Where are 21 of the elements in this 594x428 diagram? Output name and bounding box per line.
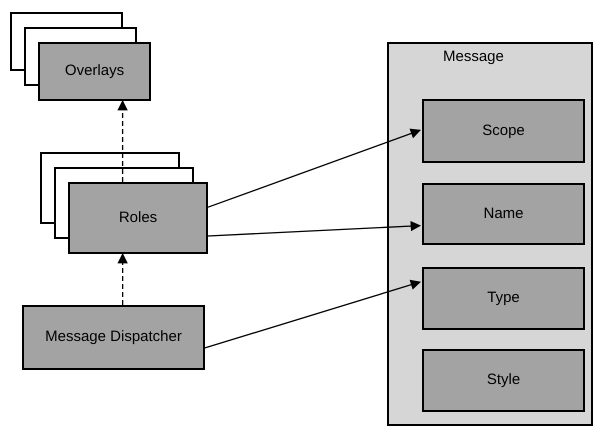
process-box [68, 182, 208, 254]
process-box [422, 267, 585, 330]
box-label: Overlays [64, 62, 126, 81]
process-box [422, 183, 585, 245]
arrow [204, 280, 421, 349]
arrow [208, 128, 421, 208]
container-panel [387, 42, 593, 426]
arrow [117, 100, 128, 182]
process-box [38, 42, 151, 101]
process-box [422, 99, 585, 163]
box-label: Style [486, 371, 522, 390]
arrow [117, 252, 128, 305]
box-label: Scope [481, 122, 526, 140]
container-title: Message [442, 48, 505, 67]
process-box [422, 349, 585, 412]
box-label: Type [486, 289, 521, 308]
box-label: Message Dispatcher [44, 328, 183, 347]
arrow [208, 220, 422, 237]
box-label: Name [482, 204, 524, 224]
process-box [22, 305, 205, 370]
box-label: Roles [118, 208, 158, 228]
